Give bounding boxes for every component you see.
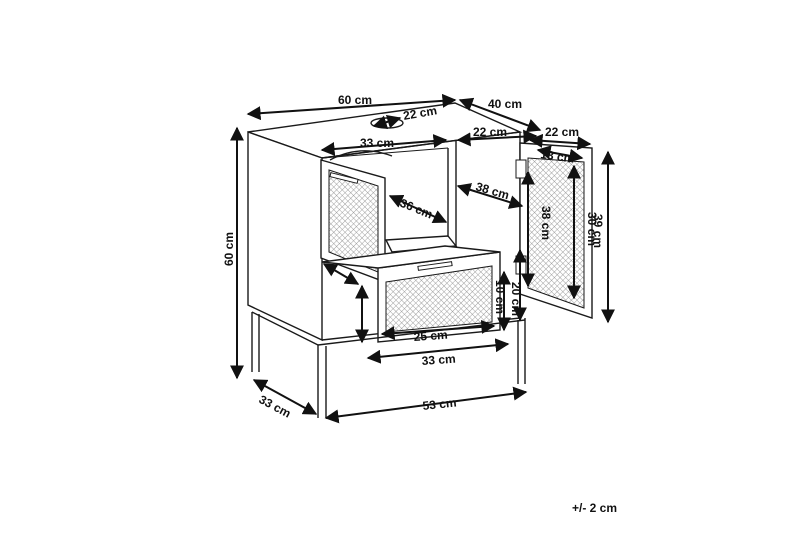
inner-depth-left-label: 36 cm	[398, 196, 435, 222]
door-height-label: 39 cm	[591, 214, 605, 248]
total-height-label: 60 cm	[222, 232, 236, 266]
left-side-panel	[247, 131, 323, 342]
drawer-width-label: 33 cm	[421, 352, 456, 368]
drawer-handle	[417, 261, 453, 271]
hinge-offset-label: 13 cm	[540, 147, 576, 166]
drawer-opening-height-label: 20 cm	[509, 282, 523, 316]
drawer-height-label: 10 cm	[493, 280, 507, 314]
inner-width-label: 33 cm	[360, 136, 394, 150]
dimension-lines	[230, 93, 615, 424]
leg-width-label: 53 cm	[422, 396, 457, 413]
inner-depth-right-label: 38 cm	[474, 179, 511, 202]
top-hole-label: 22 cm	[402, 103, 438, 123]
inner-shelf	[384, 235, 458, 253]
tolerance-note: +/- 2 cm	[572, 501, 617, 515]
door-width-label: 22 cm	[545, 125, 579, 139]
inner-height-right-label: 38 cm	[539, 206, 553, 240]
leg-depth-label: 33 cm	[257, 392, 294, 420]
drawer	[321, 245, 501, 343]
door-inner-height-label: 30 cm	[585, 212, 599, 246]
door-opening-width-label: 22 cm	[473, 125, 507, 139]
top-width-label: 60 cm	[338, 93, 372, 107]
drawer-depth-label: 25 cm	[413, 328, 448, 344]
depth-label: 40 cm	[488, 97, 522, 111]
hinge-top-icon	[515, 159, 527, 179]
door-handle	[329, 172, 359, 184]
